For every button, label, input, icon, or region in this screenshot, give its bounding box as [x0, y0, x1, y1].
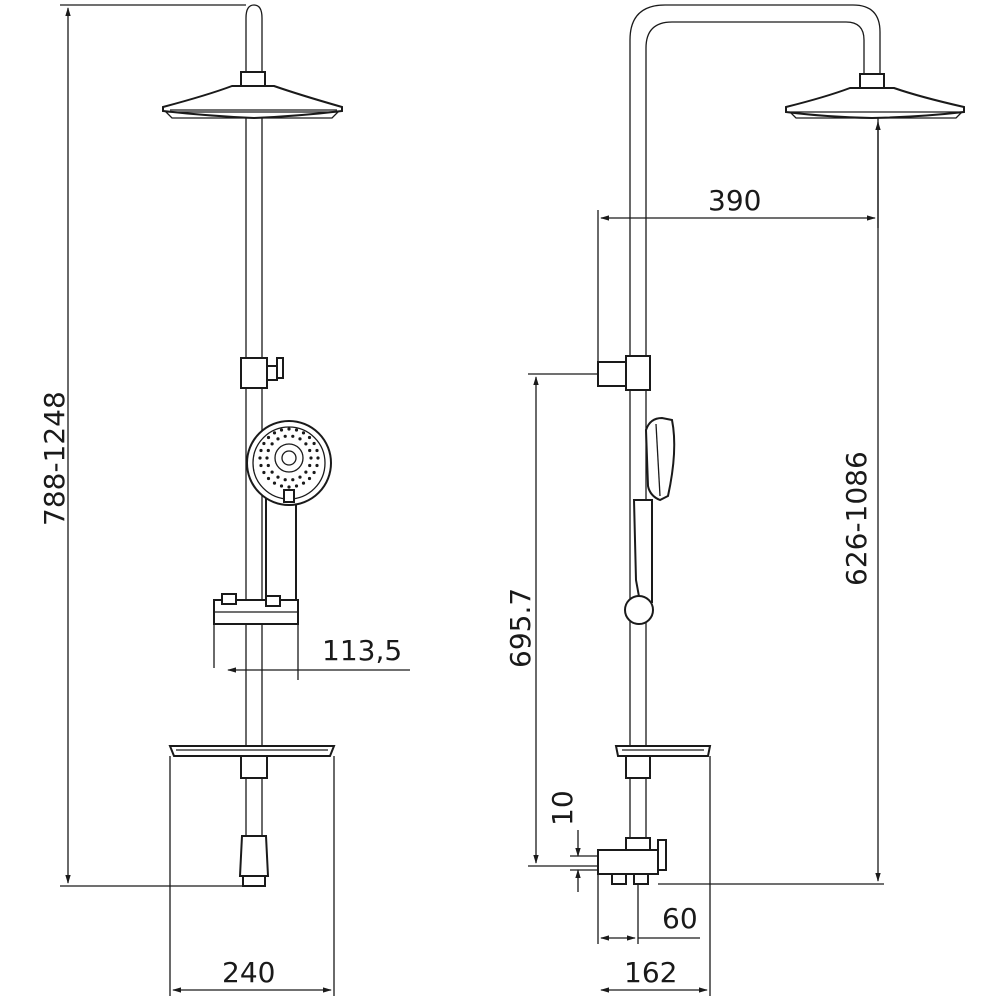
spray-nozzle-dot	[259, 463, 263, 468]
spray-nozzle-dot	[301, 431, 306, 435]
side-wall-bracket	[597, 355, 651, 391]
spray-nozzle-dot	[291, 434, 295, 438]
spray-nozzle-dot	[270, 470, 274, 474]
spray-nozzle-dot	[308, 448, 312, 453]
dim-tray-width-front: 240	[222, 956, 275, 989]
spray-nozzle-dot	[266, 463, 270, 468]
spray-nozzle-dot	[298, 437, 302, 441]
spray-nozzle-dot	[312, 441, 316, 446]
spray-nozzle-dot	[294, 428, 299, 432]
spray-nozzle-dot	[315, 463, 319, 468]
side-head-collar	[859, 73, 885, 89]
spray-nozzle-dot	[270, 442, 274, 446]
spray-nozzle-dot	[315, 448, 319, 453]
front-rain-head	[162, 85, 343, 120]
spray-nozzle-dot	[276, 437, 280, 441]
dim-pipe-offset: 10	[546, 790, 579, 826]
spray-nozzle-dot	[307, 476, 312, 481]
spray-nozzle-dot	[291, 478, 295, 482]
spray-nozzle-dot	[266, 435, 271, 440]
front-tray	[168, 745, 336, 757]
side-tray	[614, 745, 712, 757]
spray-nozzle-dot	[266, 448, 270, 453]
spray-nozzle-dot	[272, 431, 277, 435]
front-height-clamp	[240, 357, 284, 389]
front-top-pipe	[245, 4, 263, 75]
dim-arm-reach: 390	[708, 184, 761, 217]
spray-nozzle-dot	[279, 484, 284, 488]
spray-nozzle-dot	[262, 470, 266, 475]
spray-nozzle-dot	[279, 428, 284, 432]
spray-nozzle-dot	[307, 435, 312, 440]
side-rain-head	[785, 87, 965, 120]
side-valve	[597, 755, 667, 885]
spray-nozzle-dot	[287, 485, 291, 489]
spray-nozzle-dot	[276, 475, 280, 479]
dim-total-height-side: 626-1086	[840, 451, 873, 586]
spray-nozzle-dot	[312, 470, 316, 475]
front-slider-holder	[213, 593, 299, 625]
front-dimensions: 788-1248 113,5 240	[38, 4, 410, 996]
dim-valve-depth: 60	[662, 902, 698, 935]
dim-slider-offset: 113,5	[322, 634, 402, 667]
spray-nozzle-dot	[309, 456, 313, 460]
side-arm-pipe	[629, 4, 881, 358]
front-hand-shower	[246, 420, 332, 601]
spray-nozzle-dot	[283, 434, 287, 438]
spray-nozzle-dot	[301, 481, 306, 485]
side-dimensions: 390 695.7 626-1086 10 60 162	[504, 118, 884, 996]
spray-nozzle-dot	[308, 463, 312, 468]
spray-nozzle-dot	[259, 448, 263, 453]
spray-nozzle-dot	[283, 478, 287, 482]
spray-nozzle-dot	[258, 456, 262, 460]
spray-nozzle-dot	[298, 475, 302, 479]
front-view	[162, 4, 343, 887]
spray-nozzle-dot	[265, 456, 269, 460]
spray-nozzle-dot	[304, 470, 308, 474]
side-hand-shower	[624, 416, 676, 625]
spray-nozzle-dot	[294, 484, 299, 488]
spray-nozzle-dot	[272, 481, 277, 485]
dim-tray-width-side: 162	[624, 956, 677, 989]
spray-nozzle-dot	[266, 476, 271, 481]
front-lower-pipe	[238, 755, 270, 887]
dim-total-height-front: 788-1248	[38, 391, 71, 526]
spray-nozzle-dot	[262, 441, 266, 446]
spray-nozzle-dot	[304, 442, 308, 446]
side-view	[597, 4, 965, 885]
dim-mid-height: 695.7	[504, 588, 537, 668]
front-head-collar	[240, 71, 266, 87]
spray-nozzle-dot	[287, 427, 291, 431]
spray-nozzle-dot	[316, 456, 320, 460]
front-spray-dots	[258, 427, 320, 489]
